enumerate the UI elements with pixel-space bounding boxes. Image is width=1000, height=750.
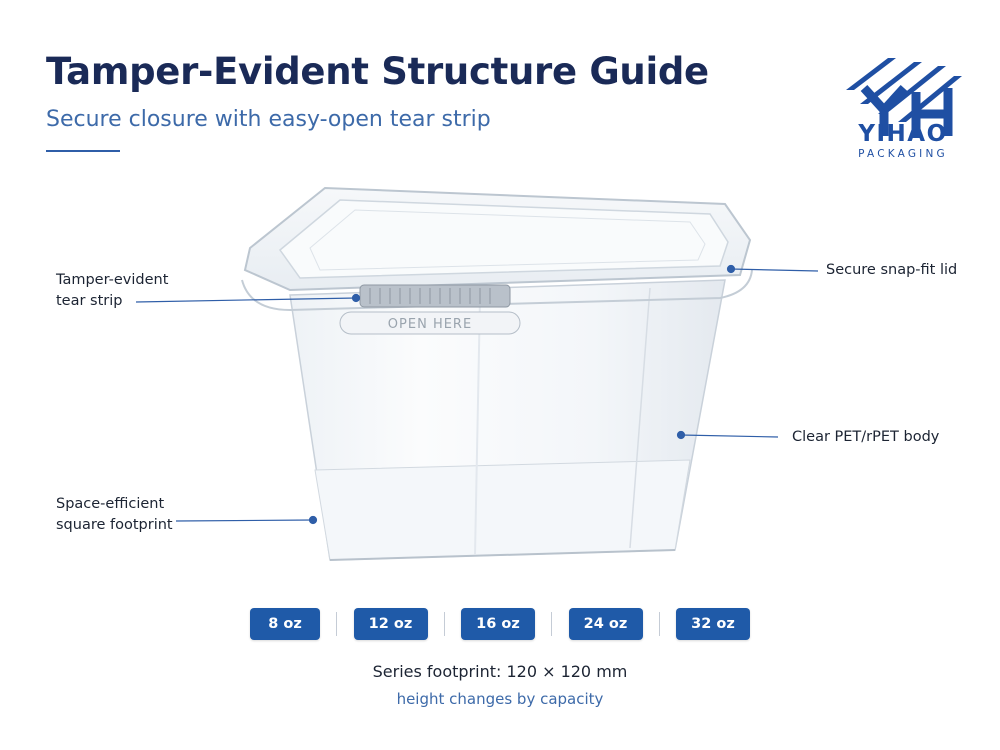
capacity-size-row: 8 oz 12 oz 16 oz 24 oz 32 oz <box>250 608 750 640</box>
callout-body: Clear PET/rPET body <box>792 429 940 445</box>
size-divider <box>551 612 553 636</box>
series-footprint: Series footprint: 120 × 120 mm <box>372 662 628 681</box>
logo-subtitle: PACKAGING <box>858 148 948 160</box>
page-title: Tamper-Evident Structure Guide <box>46 50 709 93</box>
page-subtitle: Secure closure with easy-open tear strip <box>46 107 491 132</box>
size-pill-8oz[interactable]: 8 oz <box>250 608 320 640</box>
size-pill-12oz[interactable]: 12 oz <box>353 608 428 640</box>
size-pill-16oz[interactable]: 16 oz <box>461 608 535 640</box>
title-underline <box>46 150 120 152</box>
size-pill-32oz[interactable]: 32 oz <box>676 608 750 640</box>
logo-wordmark: YIHAO <box>858 121 948 147</box>
clear-container-illustration: OPEN HERE <box>241 186 753 561</box>
callout-lid: Secure snap-fit lid <box>826 262 958 278</box>
open-here-strip-text: OPEN HERE <box>388 317 472 332</box>
callout-tear-strip: Tamper-evident tear strip <box>56 272 169 309</box>
height-note: height changes by capacity <box>396 690 604 708</box>
size-divider <box>658 612 660 636</box>
size-divider <box>443 612 445 636</box>
size-divider <box>336 612 338 636</box>
size-pill-24oz[interactable]: 24 oz <box>568 608 643 640</box>
callout-footprint: Space-efficient square footprint <box>56 496 173 533</box>
yihao-logo-mark <box>846 58 962 136</box>
